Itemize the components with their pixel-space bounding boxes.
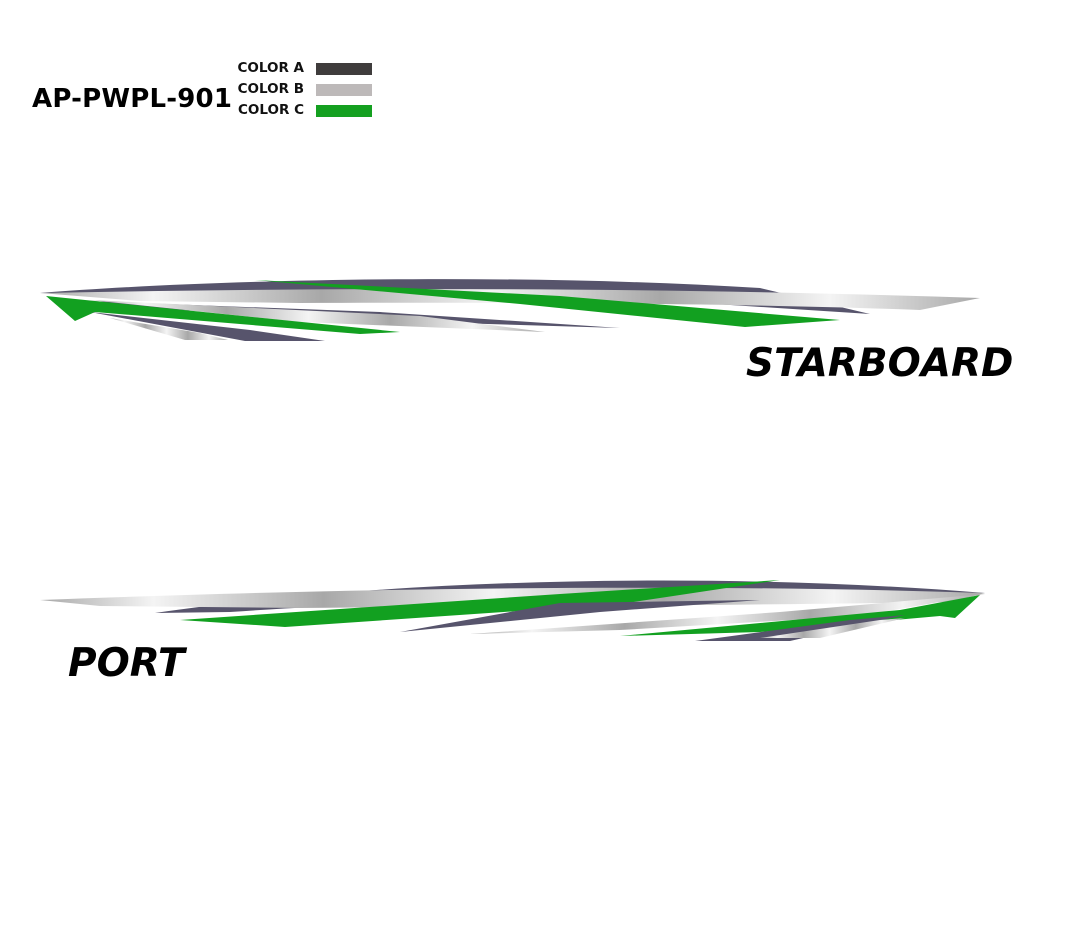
legend-item-color-b: COLOR B <box>222 79 372 100</box>
color-legend: COLOR A COLOR B COLOR C <box>222 58 372 121</box>
port-decal <box>40 580 985 641</box>
legend-swatch-color-a <box>316 62 372 75</box>
port-label: PORT <box>68 641 185 686</box>
port-upper-green-stripe <box>180 580 780 627</box>
starboard-decal <box>40 279 980 341</box>
legend-label: COLOR A <box>237 59 304 76</box>
port-lower-silver-fin <box>760 618 905 638</box>
product-code: AP-PWPL-901 <box>32 84 233 114</box>
starboard-lower-silver-fin <box>110 318 228 340</box>
starboard-stripe-group <box>40 279 980 341</box>
legend-label: COLOR B <box>237 80 304 97</box>
legend-item-color-a: COLOR A <box>222 58 372 79</box>
starboard-lower-green-stripe <box>46 296 400 334</box>
starboard-label: STARBOARD <box>746 341 1014 386</box>
legend-item-color-c: COLOR C <box>222 100 372 121</box>
legend-swatch-color-c <box>316 104 372 117</box>
starboard-mid-silver-sliver <box>90 300 545 332</box>
starboard-upper-green-stripe <box>255 280 840 327</box>
port-mid-dark-wedge <box>400 600 760 632</box>
legend-label: COLOR C <box>238 101 304 118</box>
starboard-lower-dark-fin <box>90 312 325 341</box>
port-stripe-group <box>40 580 985 641</box>
port-lower-dark-fin <box>695 615 905 641</box>
legend-swatch-color-b <box>316 83 372 96</box>
